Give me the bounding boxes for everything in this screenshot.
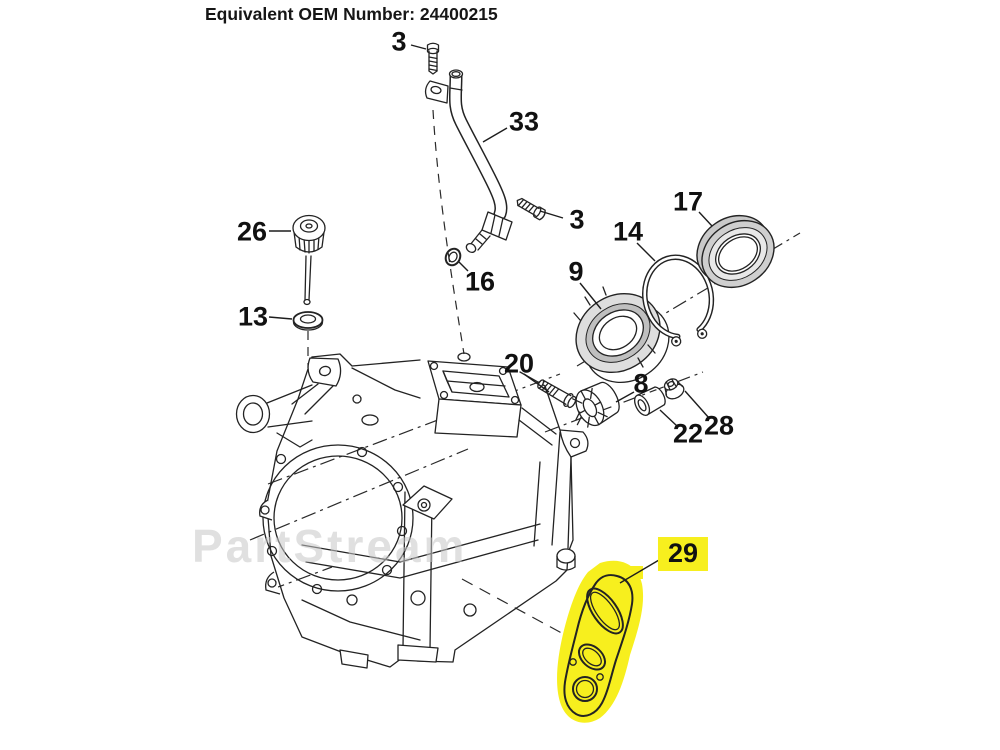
bolt-3-mid	[516, 197, 546, 221]
bearing-9	[573, 286, 670, 383]
dipstick-26	[292, 214, 326, 306]
stud-20	[537, 379, 577, 409]
watermark: PartStream	[192, 520, 467, 572]
bolt-3-top	[426, 42, 440, 75]
snap-ring-14	[641, 254, 715, 347]
tube-bracket	[424, 80, 449, 104]
gasket-highlight	[557, 560, 644, 723]
o-ring-16	[444, 247, 462, 267]
filler-tube-33	[424, 69, 513, 254]
needle-bearing-8	[572, 381, 620, 428]
oem-number-header: Equivalent OEM Number: 24400215	[205, 4, 498, 24]
transmission-case	[235, 352, 589, 669]
seal-17	[696, 214, 775, 289]
gasket-29	[557, 560, 644, 723]
leader-lines	[268, 44, 713, 584]
spacer-sleeve-22	[634, 386, 666, 416]
washer-13	[292, 311, 324, 331]
flange-nut-28	[663, 378, 685, 400]
